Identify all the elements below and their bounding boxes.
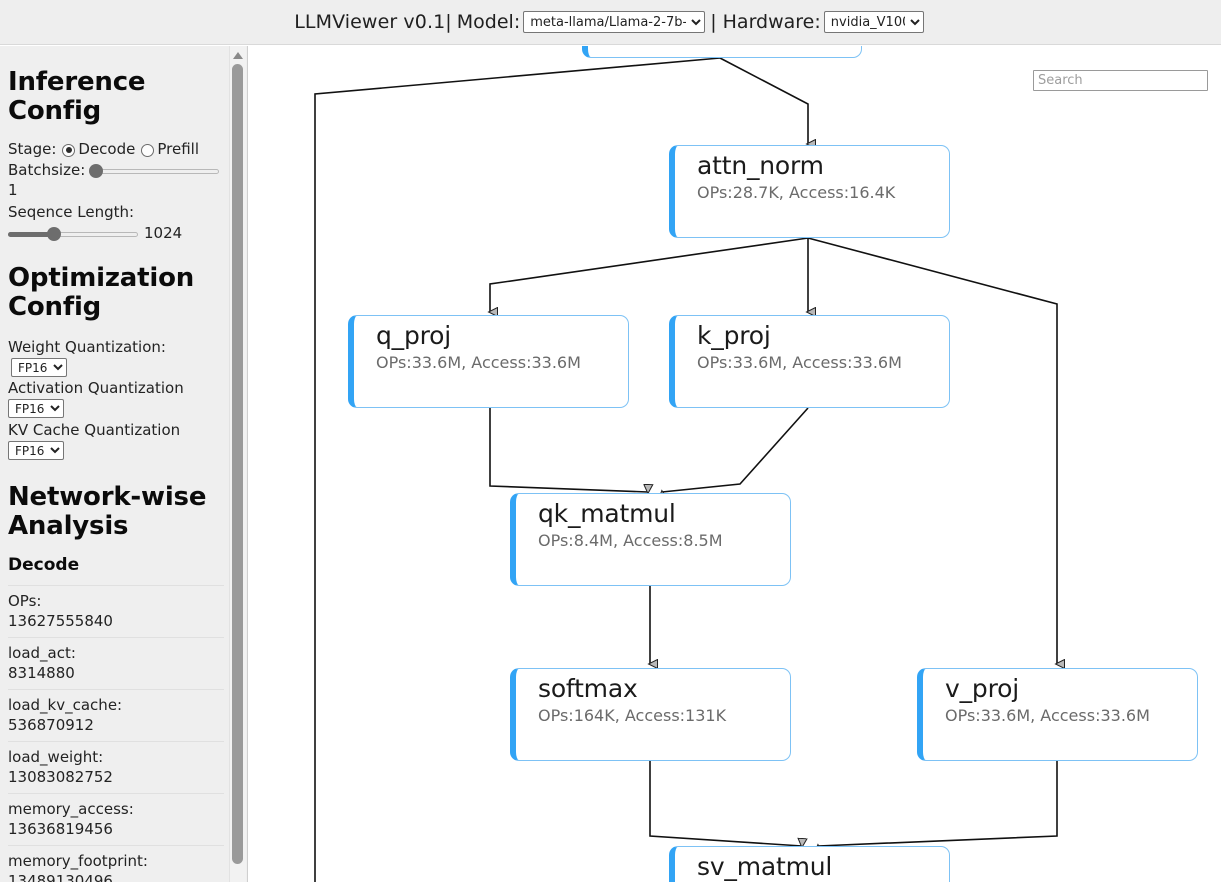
stat-value: 13627555840 bbox=[8, 611, 113, 630]
hardware-select[interactable]: nvidia_V100 bbox=[823, 11, 924, 33]
graph-node-attn-norm[interactable]: attn_norm OPs:28.7K, Access:16.4K bbox=[669, 145, 950, 238]
stage-radio-prefill[interactable]: Prefill bbox=[141, 140, 199, 160]
node-stats: OPs:33.6M, Access:33.6M bbox=[376, 352, 581, 372]
edge-q-proj-to-qk-matmul bbox=[489, 408, 648, 492]
kv-cache-quant-row: FP16 bbox=[8, 440, 224, 461]
header-separator: | bbox=[710, 11, 717, 33]
edge-attn-norm-to-v-proj bbox=[807, 237, 1057, 664]
seqlen-value: 1024 bbox=[144, 223, 183, 242]
radio-decode-icon[interactable] bbox=[62, 143, 76, 157]
stage-label: Stage: bbox=[8, 140, 57, 159]
scrollbar-thumb[interactable] bbox=[232, 64, 243, 864]
edge-softmax-to-sv-matmul bbox=[649, 760, 802, 846]
batchsize-row: Batchsize: 1 bbox=[8, 161, 224, 201]
stat-value: 8314880 bbox=[8, 663, 75, 682]
stage-prefill-label: Prefill bbox=[157, 140, 199, 159]
batchsize-value: 1 bbox=[8, 180, 18, 199]
activation-quant-row: FP16 bbox=[8, 398, 224, 419]
stat-value: 13489130496 bbox=[8, 871, 113, 882]
graph-node-v-proj[interactable]: v_proj OPs:33.6M, Access:33.6M bbox=[917, 668, 1198, 761]
node-name: attn_norm bbox=[697, 151, 824, 180]
node-name: v_proj bbox=[945, 674, 1019, 703]
stat-key: memory_access: bbox=[8, 800, 134, 819]
model-select[interactable]: meta-llama/Llama-2-7b-hf bbox=[523, 11, 706, 33]
edge-top-to-left bbox=[314, 57, 721, 882]
stage-row: Stage: Decode Prefill bbox=[8, 140, 224, 160]
table-row: load_kv_cache: 536870912 bbox=[8, 689, 224, 741]
seqlen-row: 1024 bbox=[8, 224, 224, 244]
edge-top-to-attn-norm bbox=[719, 57, 808, 144]
radio-prefill-icon[interactable] bbox=[141, 143, 155, 157]
edge-attn-norm-to-q-proj bbox=[490, 237, 809, 312]
graph-edges bbox=[314, 57, 1221, 882]
table-row: memory_footprint: 13489130496 bbox=[8, 845, 224, 882]
seqlen-slider-knob[interactable] bbox=[47, 226, 61, 241]
node-name: q_proj bbox=[376, 321, 452, 350]
activation-quant-label: Activation Quantization bbox=[8, 378, 184, 397]
stat-key: load_kv_cache: bbox=[8, 696, 123, 715]
stat-key: memory_footprint: bbox=[8, 852, 148, 871]
app-title: LLMViewer v0.1| bbox=[294, 11, 452, 33]
batchsize-slider[interactable] bbox=[89, 163, 220, 178]
network-stats-table: OPs: 13627555840 load_act: 8314880 load_… bbox=[8, 585, 224, 882]
stat-key: OPs: bbox=[8, 592, 42, 611]
stat-value: 13636819456 bbox=[8, 819, 113, 838]
node-stats: OPs:8.4M, Access:8.5M bbox=[538, 530, 723, 550]
model-label: Model: bbox=[456, 11, 521, 33]
table-row: OPs: 13627555840 bbox=[8, 585, 224, 637]
network-analysis-heading: Network-wise Analysis bbox=[8, 482, 207, 542]
node-stats: OPs:28.7K, Access:16.4K bbox=[697, 182, 896, 202]
stage-decode-label: Decode bbox=[78, 140, 136, 159]
graph-node-q-proj[interactable]: q_proj OPs:33.6M, Access:33.6M bbox=[348, 315, 629, 408]
weight-quant-label: Weight Quantization: bbox=[8, 337, 166, 356]
batchsize-label: Batchsize: bbox=[8, 161, 86, 180]
batchsize-slider-track[interactable] bbox=[89, 168, 220, 174]
stat-key: load_act: bbox=[8, 644, 76, 663]
kv-cache-quant-label: KV Cache Quantization bbox=[8, 420, 181, 439]
graph-node-sv-matmul[interactable]: sv_matmul bbox=[669, 846, 950, 882]
weight-quant-row: Weight Quantization: FP16 bbox=[8, 338, 224, 377]
table-row: load_weight: 13083082752 bbox=[8, 741, 224, 793]
scroll-up-arrow-icon[interactable] bbox=[233, 52, 243, 59]
stage-heading: Decode bbox=[8, 555, 80, 576]
sidebar-scrollbar[interactable] bbox=[229, 46, 246, 882]
graph-node-top-partial[interactable] bbox=[582, 46, 862, 58]
search-input[interactable] bbox=[1033, 70, 1208, 91]
stage-radio-decode[interactable]: Decode bbox=[62, 140, 135, 160]
node-name: sv_matmul bbox=[697, 852, 833, 881]
stat-key: load_weight: bbox=[8, 748, 104, 767]
node-name: k_proj bbox=[697, 321, 771, 350]
batchsize-slider-knob[interactable] bbox=[89, 163, 104, 178]
table-row: memory_access: 13636819456 bbox=[8, 793, 224, 845]
inference-config-heading: Inference Config bbox=[8, 67, 146, 127]
seqlen-slider[interactable] bbox=[8, 226, 138, 241]
node-stats: OPs:164K, Access:131K bbox=[538, 705, 727, 725]
edge-k-proj-to-qk-matmul bbox=[662, 407, 809, 492]
graph-node-softmax[interactable]: softmax OPs:164K, Access:131K bbox=[510, 668, 791, 761]
node-name: qk_matmul bbox=[538, 499, 676, 528]
sidebar: Inference Config Stage: Decode Prefill B… bbox=[0, 46, 248, 882]
app-header: LLMViewer v0.1| Model: meta-llama/Llama-… bbox=[0, 0, 1221, 45]
kv-cache-quant-select[interactable]: FP16 bbox=[8, 441, 64, 461]
edge-v-proj-to-sv-matmul bbox=[818, 760, 1058, 846]
optimization-config-heading: Optimization Config bbox=[8, 262, 195, 322]
seqlen-slider-fill bbox=[8, 231, 54, 237]
graph-node-qk-matmul[interactable]: qk_matmul OPs:8.4M, Access:8.5M bbox=[510, 493, 791, 586]
stat-value: 536870912 bbox=[8, 715, 94, 734]
sidebar-content: Inference Config Stage: Decode Prefill B… bbox=[0, 46, 232, 882]
seqlen-label: Seqence Length: bbox=[8, 202, 135, 221]
hardware-label: Hardware: bbox=[722, 11, 821, 33]
node-name: softmax bbox=[538, 674, 638, 703]
weight-quant-select[interactable]: FP16 bbox=[11, 357, 67, 377]
table-row: load_act: 8314880 bbox=[8, 637, 224, 689]
stat-value: 13083082752 bbox=[8, 767, 113, 786]
graph-canvas[interactable]: attn_norm OPs:28.7K, Access:16.4K q_proj… bbox=[250, 46, 1221, 882]
node-stats: OPs:33.6M, Access:33.6M bbox=[697, 352, 902, 372]
graph-node-k-proj[interactable]: k_proj OPs:33.6M, Access:33.6M bbox=[669, 315, 950, 408]
activation-quant-select[interactable]: FP16 bbox=[8, 398, 64, 418]
node-stats: OPs:33.6M, Access:33.6M bbox=[945, 705, 1150, 725]
